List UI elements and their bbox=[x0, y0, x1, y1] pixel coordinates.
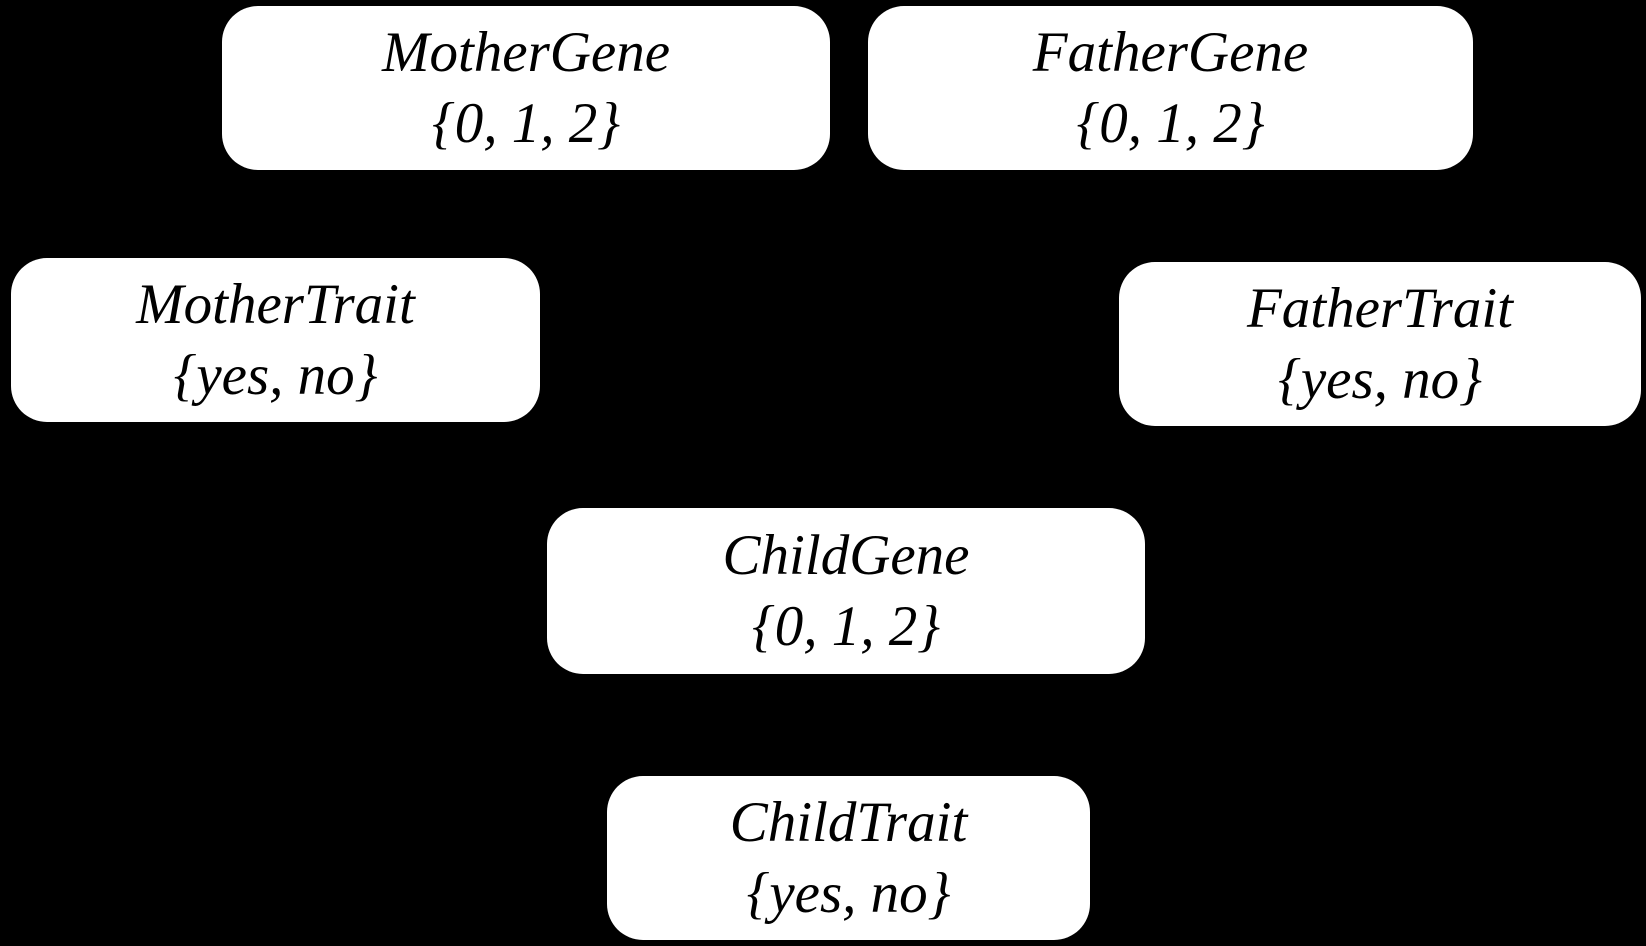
node-mother-gene: MotherGene {0, 1, 2} bbox=[222, 6, 830, 170]
node-child-trait: ChildTrait {yes, no} bbox=[607, 776, 1090, 940]
node-father-trait-domain: {yes, no} bbox=[1278, 348, 1482, 411]
node-child-trait-domain: {yes, no} bbox=[746, 862, 951, 925]
node-mother-trait-domain: {yes, no} bbox=[173, 344, 378, 407]
node-mother-gene-domain: {0, 1, 2} bbox=[431, 92, 621, 155]
node-mother-trait-label: MotherTrait bbox=[136, 273, 415, 336]
node-father-trait-label: FatherTrait bbox=[1246, 277, 1514, 340]
node-father-gene-domain: {0, 1, 2} bbox=[1076, 92, 1265, 155]
node-father-gene: FatherGene {0, 1, 2} bbox=[868, 6, 1473, 170]
node-child-gene-domain: {0, 1, 2} bbox=[751, 595, 941, 658]
node-father-gene-label: FatherGene bbox=[1032, 21, 1309, 84]
node-mother-trait: MotherTrait {yes, no} bbox=[11, 258, 540, 422]
node-child-trait-label: ChildTrait bbox=[729, 791, 968, 854]
node-mother-gene-label: MotherGene bbox=[381, 21, 671, 84]
node-child-gene-label: ChildGene bbox=[722, 524, 970, 587]
node-child-gene: ChildGene {0, 1, 2} bbox=[547, 508, 1145, 674]
node-father-trait: FatherTrait {yes, no} bbox=[1119, 262, 1641, 426]
